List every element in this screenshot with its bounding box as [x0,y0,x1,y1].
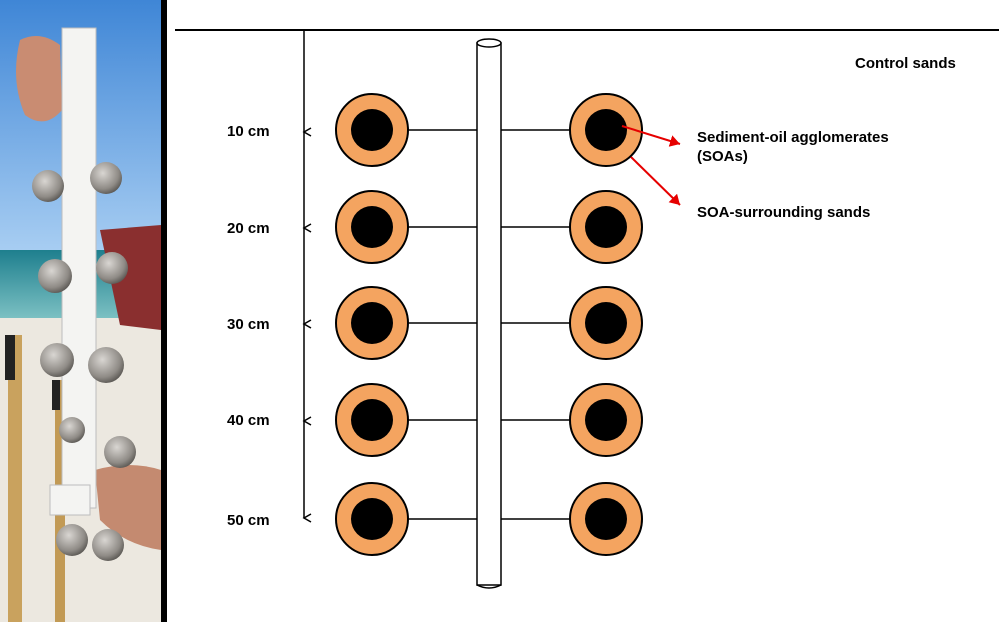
surrounding-callout-arrow [630,156,681,206]
photo-divider [161,0,167,622]
soa-sampler [335,482,409,556]
depth-label-20: 20 cm [227,220,270,237]
soa-sampler [569,190,643,264]
depth-label-50: 50 cm [227,512,270,529]
soa-surrounding-label: SOA-surrounding sands [697,204,870,221]
soa-sampler [569,286,643,360]
soa-sampler [569,383,643,457]
soa-label-line1: Sediment-oil agglomerates [697,129,889,146]
soa-label-line2: (SOAs) [697,148,748,165]
pvc-pipe [476,38,502,589]
soa-callout-arrow [621,125,681,147]
soa-sampler [569,93,643,167]
control-sands-label: Control sands [855,55,956,72]
soa-sampler [569,482,643,556]
depth-label-10: 10 cm [227,123,270,140]
depth-label-30: 30 cm [227,316,270,333]
soa-sampler [335,286,409,360]
soa-sampler [335,383,409,457]
soa-sampler [335,93,409,167]
soa-sampling-diagram: 10 cm 20 cm 30 cm 40 cm 50 cm Control sa… [175,29,999,589]
sampling-device-photo [0,0,161,622]
depth-label-40: 40 cm [227,412,270,429]
soa-sampler [335,190,409,264]
